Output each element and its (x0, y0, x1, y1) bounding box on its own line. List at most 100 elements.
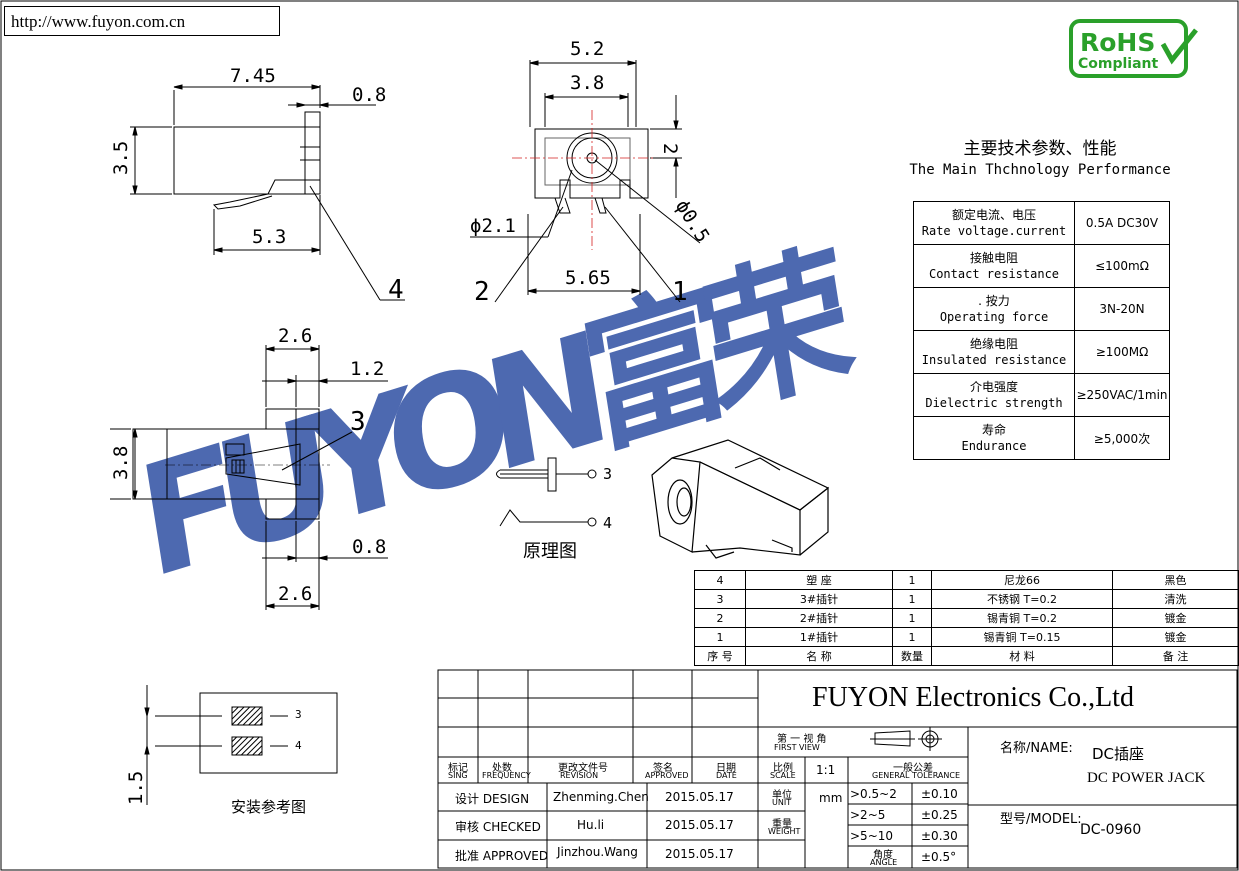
callout-1: 1 (672, 277, 688, 307)
hdr-tol-cn: 一般公差 (893, 763, 933, 774)
spec-value: ≥5,000次 (1074, 416, 1170, 460)
dim-front-height: 2 (659, 143, 681, 154)
spec-label-en: Contact resistance (928, 267, 1060, 281)
hdr-scale-en: SCALE (770, 771, 796, 780)
spec-label-cn: 介电强度 (969, 380, 1018, 394)
dim-top-c: 0.8 (352, 536, 386, 558)
mount-pin4: 4 (295, 739, 302, 752)
company-name: FUYON Electronics Co.,Ltd (812, 682, 1134, 713)
tol-range-2: >5~10 (850, 829, 894, 843)
checked-date: 2015.05.17 (665, 818, 734, 832)
callout-2: 2 (474, 277, 490, 307)
bom-cell: 锡青铜 T=0.15 (931, 627, 1113, 647)
tol-value-0: ±0.10 (921, 787, 958, 801)
spec-label-cn: 接触电阻 (969, 251, 1018, 265)
name-en: DC POWER JACK (1087, 770, 1206, 786)
bom-cell: 1 (892, 608, 932, 628)
bom-header-cell: 名 称 (745, 646, 893, 666)
spec-label-cn: 额定电流、电压 (951, 208, 1036, 222)
bom-cell: 尼龙66 (931, 570, 1113, 590)
spec-value: ≤100mΩ (1074, 244, 1170, 288)
front-view (470, 60, 701, 303)
first-view-en: FIRST VIEW (774, 743, 820, 752)
mount-pin3: 3 (295, 708, 302, 721)
dim-front-hole-dia: ϕ0.5 (671, 196, 714, 246)
bom-cell: 4 (694, 570, 746, 590)
spec-label-en: Endurance (961, 439, 1027, 453)
mount-caption: 安装参考图 (231, 798, 306, 816)
dim-side-tab: 0.8 (352, 84, 386, 106)
unit-cn: 单位 (772, 790, 792, 801)
mount-pad-3 (231, 706, 263, 726)
dim-front-pin-dia: ϕ2.1 (470, 215, 516, 237)
title-block-grid (437, 669, 1238, 869)
schematic-pin4: 4 (603, 514, 612, 532)
checked-label: 审核 CHECKED (455, 820, 541, 834)
tol-value-3: ±0.5° (921, 850, 957, 864)
hdr-rev-en: REVISION (560, 771, 599, 780)
dim-side-bottom: 5.3 (252, 226, 286, 248)
dim-side-length: 7.45 (230, 65, 276, 87)
spec-label-en: Insulated resistance (921, 353, 1067, 367)
hdr-rev-cn: 更改文件号 (558, 763, 608, 774)
mount-pad-4 (231, 736, 263, 756)
callout-4: 4 (388, 275, 404, 305)
bom-header-row: 序 号名 称数量材 料备 注 (694, 646, 1239, 666)
bom-cell: 镀金 (1112, 608, 1239, 628)
hdr-freq-en: FREQUENCY (482, 771, 531, 780)
tol-value-2: ±0.30 (921, 829, 958, 843)
bom-header-cell: 序 号 (694, 646, 746, 666)
hdr-sign-en: SING (448, 771, 468, 780)
bom-cell: 1 (694, 627, 746, 647)
bom-cell: 黑色 (1112, 570, 1239, 590)
top-view (110, 345, 388, 610)
design-date: 2015.05.17 (665, 790, 734, 804)
angle-en: ANGLE (870, 858, 898, 867)
unit-en: UNIT (772, 798, 792, 807)
hdr-sign-cn: 标记 (448, 763, 468, 774)
spec-value: ≥250VAC/1min (1074, 373, 1170, 417)
bom-header-cell: 材 料 (931, 646, 1113, 666)
dim-top-height: 3.8 (110, 446, 132, 480)
design-label: 设计 DESIGN (455, 792, 530, 806)
weight-cn: 重量 (772, 819, 792, 830)
bom-cell: 锡青铜 T=0.2 (931, 608, 1113, 628)
hdr-appr-cn: 签名 (653, 763, 673, 774)
spec-label-cell: 接触电阻 Contact resistance (913, 244, 1075, 288)
approved-name: Jinzhou.Wang (557, 845, 638, 859)
weight-en: WEIGHT (768, 827, 801, 836)
dim-front-width: 5.2 (570, 38, 604, 60)
dim-side-height: 3.5 (110, 141, 132, 175)
spec-subtitle: The Main Thchnology Performance (909, 162, 1171, 178)
side-view (130, 84, 405, 301)
bom-header-cell: 数量 (892, 646, 932, 666)
tol-range-1: >2~5 (850, 808, 886, 822)
hdr-date-cn: 日期 (716, 763, 736, 774)
hdr-date-en: DATE (716, 771, 737, 780)
spec-label-en: Dielectric strength (925, 396, 1063, 410)
spec-label-cn: 寿命 (981, 423, 1006, 437)
approved-label: 批准 APPROVED (455, 849, 549, 863)
first-view-cn: 第 一 视 角 (777, 734, 827, 745)
bom-cell: 3#插针 (745, 589, 893, 609)
tol-value-1: ±0.25 (921, 808, 958, 822)
iso-view (651, 439, 830, 559)
fuyon-watermark: FUYON富荣 (128, 222, 863, 613)
spec-title: 主要技术参数、性能 (963, 139, 1117, 159)
rohs-logo: RoHS Compliant (1069, 19, 1198, 78)
hdr-freq-cn: 处数 (492, 763, 512, 774)
dim-top-d: 2.6 (278, 583, 312, 605)
dim-mount-height: 1.5 (125, 771, 147, 805)
checked-name: Hu.li (577, 818, 605, 832)
